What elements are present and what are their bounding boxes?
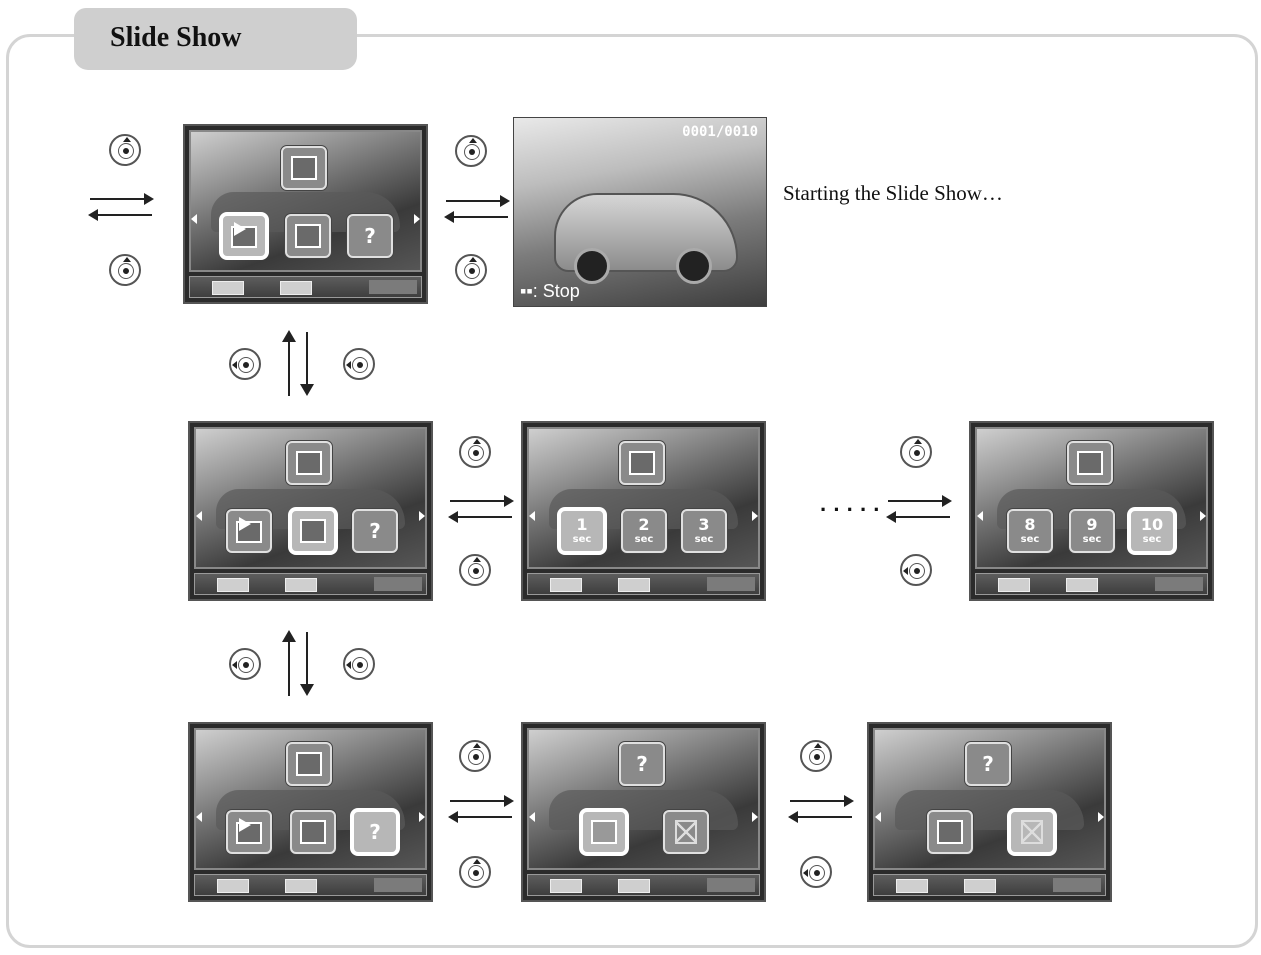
dpad-up-icon (459, 740, 491, 772)
repeat-screen-on: ? (521, 722, 766, 902)
dpad-up-icon (109, 134, 141, 166)
slideshow-menu-icon (281, 146, 327, 190)
dpad-center-icon (455, 135, 487, 167)
slideshow-preview: 0001/0010 ▪▪: Stop (513, 117, 767, 307)
repeat-icon: ? (965, 742, 1011, 786)
transition-arrows (888, 498, 948, 520)
repeat-off-icon[interactable] (1009, 810, 1055, 854)
dpad-left-icon (229, 348, 261, 380)
vertical-arrows (286, 332, 312, 396)
dpad-right-icon (343, 348, 375, 380)
dpad-up-icon (800, 740, 832, 772)
repeat-off-icon[interactable] (663, 810, 709, 854)
stop-hint: ▪▪: Stop (520, 281, 580, 302)
transition-arrows (450, 498, 510, 520)
control-bar (873, 874, 1106, 896)
menu-screen-repeat: ? (188, 722, 433, 902)
transition-arrows (446, 198, 506, 220)
transition-arrows (450, 798, 510, 820)
control-bar (527, 874, 760, 896)
control-bar (189, 276, 422, 298)
dpad-left-icon (900, 554, 932, 586)
ellipsis: ····· (820, 497, 887, 523)
vertical-arrows (286, 632, 312, 696)
interval-icon[interactable] (290, 509, 336, 553)
control-bar (527, 573, 760, 595)
caption-starting: Starting the Slide Show… (783, 181, 1003, 206)
transition-arrows (90, 196, 150, 218)
repeat-screen-off: ? (867, 722, 1112, 902)
control-bar (194, 573, 427, 595)
section-title: Slide Show (74, 8, 357, 70)
car-image (554, 193, 738, 272)
repeat-icon[interactable]: ? (352, 509, 398, 553)
control-bar (194, 874, 427, 896)
repeat-icon[interactable]: ? (347, 214, 393, 258)
play-icon[interactable] (226, 509, 272, 553)
dpad-up-icon (109, 254, 141, 286)
interval-icon[interactable] (290, 810, 336, 854)
repeat-icon: ? (619, 742, 665, 786)
slide-counter: 0001/0010 (682, 124, 758, 140)
menu-screen-interval: ? (188, 421, 433, 601)
dpad-up-icon (459, 436, 491, 468)
interval-icon[interactable] (285, 214, 331, 258)
interval-icon (619, 441, 665, 485)
dpad-center-icon (459, 554, 491, 586)
interval-icon (1067, 441, 1113, 485)
menu-screen-play: ? (183, 124, 428, 304)
dpad-center-icon (459, 856, 491, 888)
dpad-up-icon (900, 436, 932, 468)
play-icon[interactable] (221, 214, 267, 258)
dpad-right-icon (343, 648, 375, 680)
transition-arrows (790, 798, 850, 820)
repeat-icon[interactable]: ? (352, 810, 398, 854)
dpad-left-icon (229, 648, 261, 680)
repeat-on-icon[interactable] (927, 810, 973, 854)
play-icon[interactable] (226, 810, 272, 854)
repeat-on-icon[interactable] (581, 810, 627, 854)
slideshow-menu-icon (286, 742, 332, 786)
dpad-left-icon (800, 856, 832, 888)
slideshow-menu-icon (286, 441, 332, 485)
dpad-center-icon (455, 254, 487, 286)
control-bar (975, 573, 1208, 595)
